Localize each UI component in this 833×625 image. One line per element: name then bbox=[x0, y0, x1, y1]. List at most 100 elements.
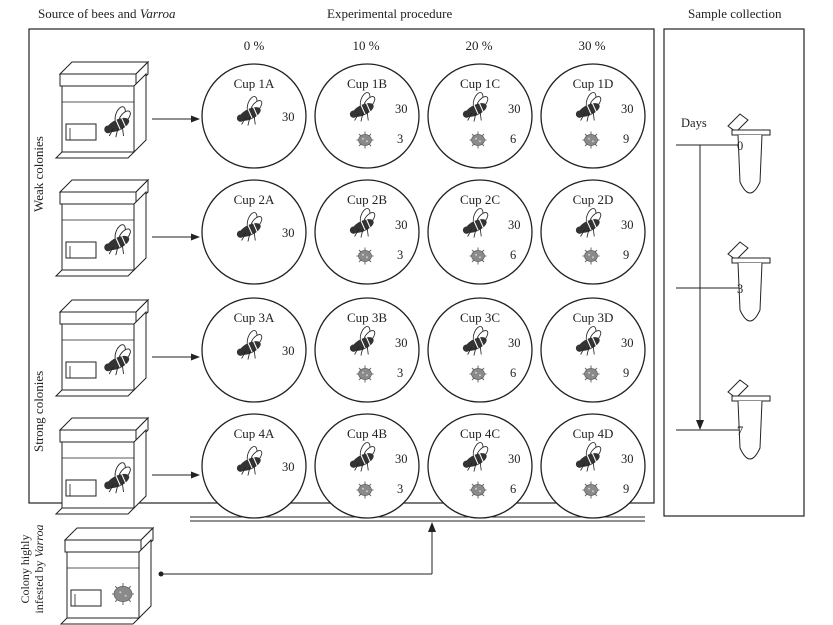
cup-label: Cup 4A bbox=[233, 426, 275, 441]
bee-icon bbox=[236, 212, 263, 242]
mite-count: 9 bbox=[623, 248, 630, 262]
bee-icon bbox=[575, 442, 602, 472]
day-label-3: 3 bbox=[737, 282, 744, 296]
connector-arrowhead bbox=[428, 522, 436, 532]
days-label: Days bbox=[681, 116, 707, 130]
varroa-mite-icon bbox=[469, 365, 487, 383]
bee-icon bbox=[104, 106, 131, 138]
bee-count: 30 bbox=[282, 110, 295, 124]
hive-arrowhead bbox=[191, 233, 200, 241]
cup-label: Cup 1D bbox=[572, 76, 614, 91]
varroa-mite-icon bbox=[112, 583, 134, 605]
timeline-arrowhead bbox=[696, 420, 704, 430]
cup-label: Cup 2B bbox=[346, 192, 388, 207]
varroa-mite-icon bbox=[356, 481, 374, 499]
pct-label-10: 10 % bbox=[352, 38, 380, 53]
varroa-mite-icon bbox=[356, 247, 374, 265]
bee-icon bbox=[462, 208, 489, 238]
cup-circle bbox=[540, 63, 646, 169]
mite-count: 3 bbox=[397, 482, 404, 496]
varroa-mite-icon bbox=[582, 131, 600, 149]
mite-count: 9 bbox=[623, 366, 630, 380]
cup-circle bbox=[540, 297, 646, 403]
bee-count: 30 bbox=[395, 336, 408, 350]
bee-count: 30 bbox=[621, 452, 634, 466]
bee-count: 30 bbox=[621, 218, 634, 232]
bee-icon bbox=[349, 326, 376, 356]
varroa-mite-icon bbox=[356, 365, 374, 383]
source-header: Source of bees and Varroa bbox=[38, 6, 176, 21]
cup-label: Cup 2A bbox=[233, 192, 275, 207]
cup-label: Cup 1B bbox=[346, 76, 388, 91]
bee-icon bbox=[104, 462, 131, 494]
varroa-mite-icon bbox=[356, 131, 374, 149]
cup-circle bbox=[540, 413, 646, 519]
bee-count: 30 bbox=[508, 218, 521, 232]
hive-4 bbox=[54, 416, 150, 515]
procedure-header: Experimental procedure bbox=[327, 6, 453, 21]
hive-arrowhead bbox=[191, 353, 200, 361]
bee-icon bbox=[575, 92, 602, 122]
varroa-mite-icon bbox=[582, 481, 600, 499]
bee-count: 30 bbox=[282, 460, 295, 474]
bee-count: 30 bbox=[508, 336, 521, 350]
bee-icon bbox=[104, 344, 131, 376]
cup-label: Cup 3C bbox=[459, 310, 501, 325]
varroa-mite-icon bbox=[469, 131, 487, 149]
bee-count: 30 bbox=[282, 344, 295, 358]
bee-count: 30 bbox=[621, 336, 634, 350]
cup-label: Cup 4C bbox=[459, 426, 501, 441]
bee-icon bbox=[104, 224, 131, 256]
varroa-mite-icon bbox=[582, 247, 600, 265]
bee-icon bbox=[575, 326, 602, 356]
day-label-7: 7 bbox=[737, 424, 744, 438]
sample-tube-day-3 bbox=[727, 241, 771, 322]
cup-label: Cup 3D bbox=[572, 310, 614, 325]
bee-icon bbox=[462, 442, 489, 472]
bee-count: 30 bbox=[395, 102, 408, 116]
infested-hive bbox=[59, 526, 155, 625]
cup-label: Cup 3A bbox=[233, 310, 275, 325]
sample-tube-day-7 bbox=[727, 379, 771, 460]
cup-circle bbox=[427, 63, 533, 169]
cup-circle bbox=[540, 179, 646, 285]
bee-icon bbox=[349, 92, 376, 122]
cup-circle bbox=[427, 297, 533, 403]
strong-colonies-label: Strong colonies bbox=[31, 370, 46, 452]
bee-count: 30 bbox=[621, 102, 634, 116]
cup-circle bbox=[427, 179, 533, 285]
bee-icon bbox=[462, 326, 489, 356]
hive-arrowhead bbox=[191, 471, 200, 479]
bee-count: 30 bbox=[282, 226, 295, 240]
pct-label-30: 30 % bbox=[578, 38, 606, 53]
mite-count: 9 bbox=[623, 132, 630, 146]
cup-label: Cup 3B bbox=[346, 310, 388, 325]
pct-label-20: 20 % bbox=[465, 38, 493, 53]
cup-label: Cup 2D bbox=[572, 192, 614, 207]
cup-circle bbox=[314, 63, 420, 169]
bee-icon bbox=[575, 208, 602, 238]
hive-arrowhead bbox=[191, 115, 200, 123]
mite-count: 3 bbox=[397, 366, 404, 380]
mite-count: 6 bbox=[510, 366, 517, 380]
bee-count: 30 bbox=[508, 102, 521, 116]
cup-circle bbox=[314, 413, 420, 519]
mite-count: 6 bbox=[510, 248, 517, 262]
mite-count: 6 bbox=[510, 132, 517, 146]
varroa-mite-icon bbox=[469, 481, 487, 499]
sample-collection-frame bbox=[663, 28, 805, 517]
hive-1 bbox=[54, 60, 150, 159]
cup-circle bbox=[427, 413, 533, 519]
sample-tube-day-0 bbox=[727, 113, 771, 194]
cup-label: Cup 4B bbox=[346, 426, 388, 441]
hive-2 bbox=[54, 178, 150, 277]
collection-header: Sample collection bbox=[688, 6, 782, 21]
bee-count: 30 bbox=[395, 218, 408, 232]
bee-icon bbox=[462, 92, 489, 122]
bee-icon bbox=[349, 208, 376, 238]
bee-count: 30 bbox=[395, 452, 408, 466]
cup-label: Cup 1C bbox=[459, 76, 501, 91]
cup-circle bbox=[314, 179, 420, 285]
cup-label: Cup 1A bbox=[233, 76, 275, 91]
